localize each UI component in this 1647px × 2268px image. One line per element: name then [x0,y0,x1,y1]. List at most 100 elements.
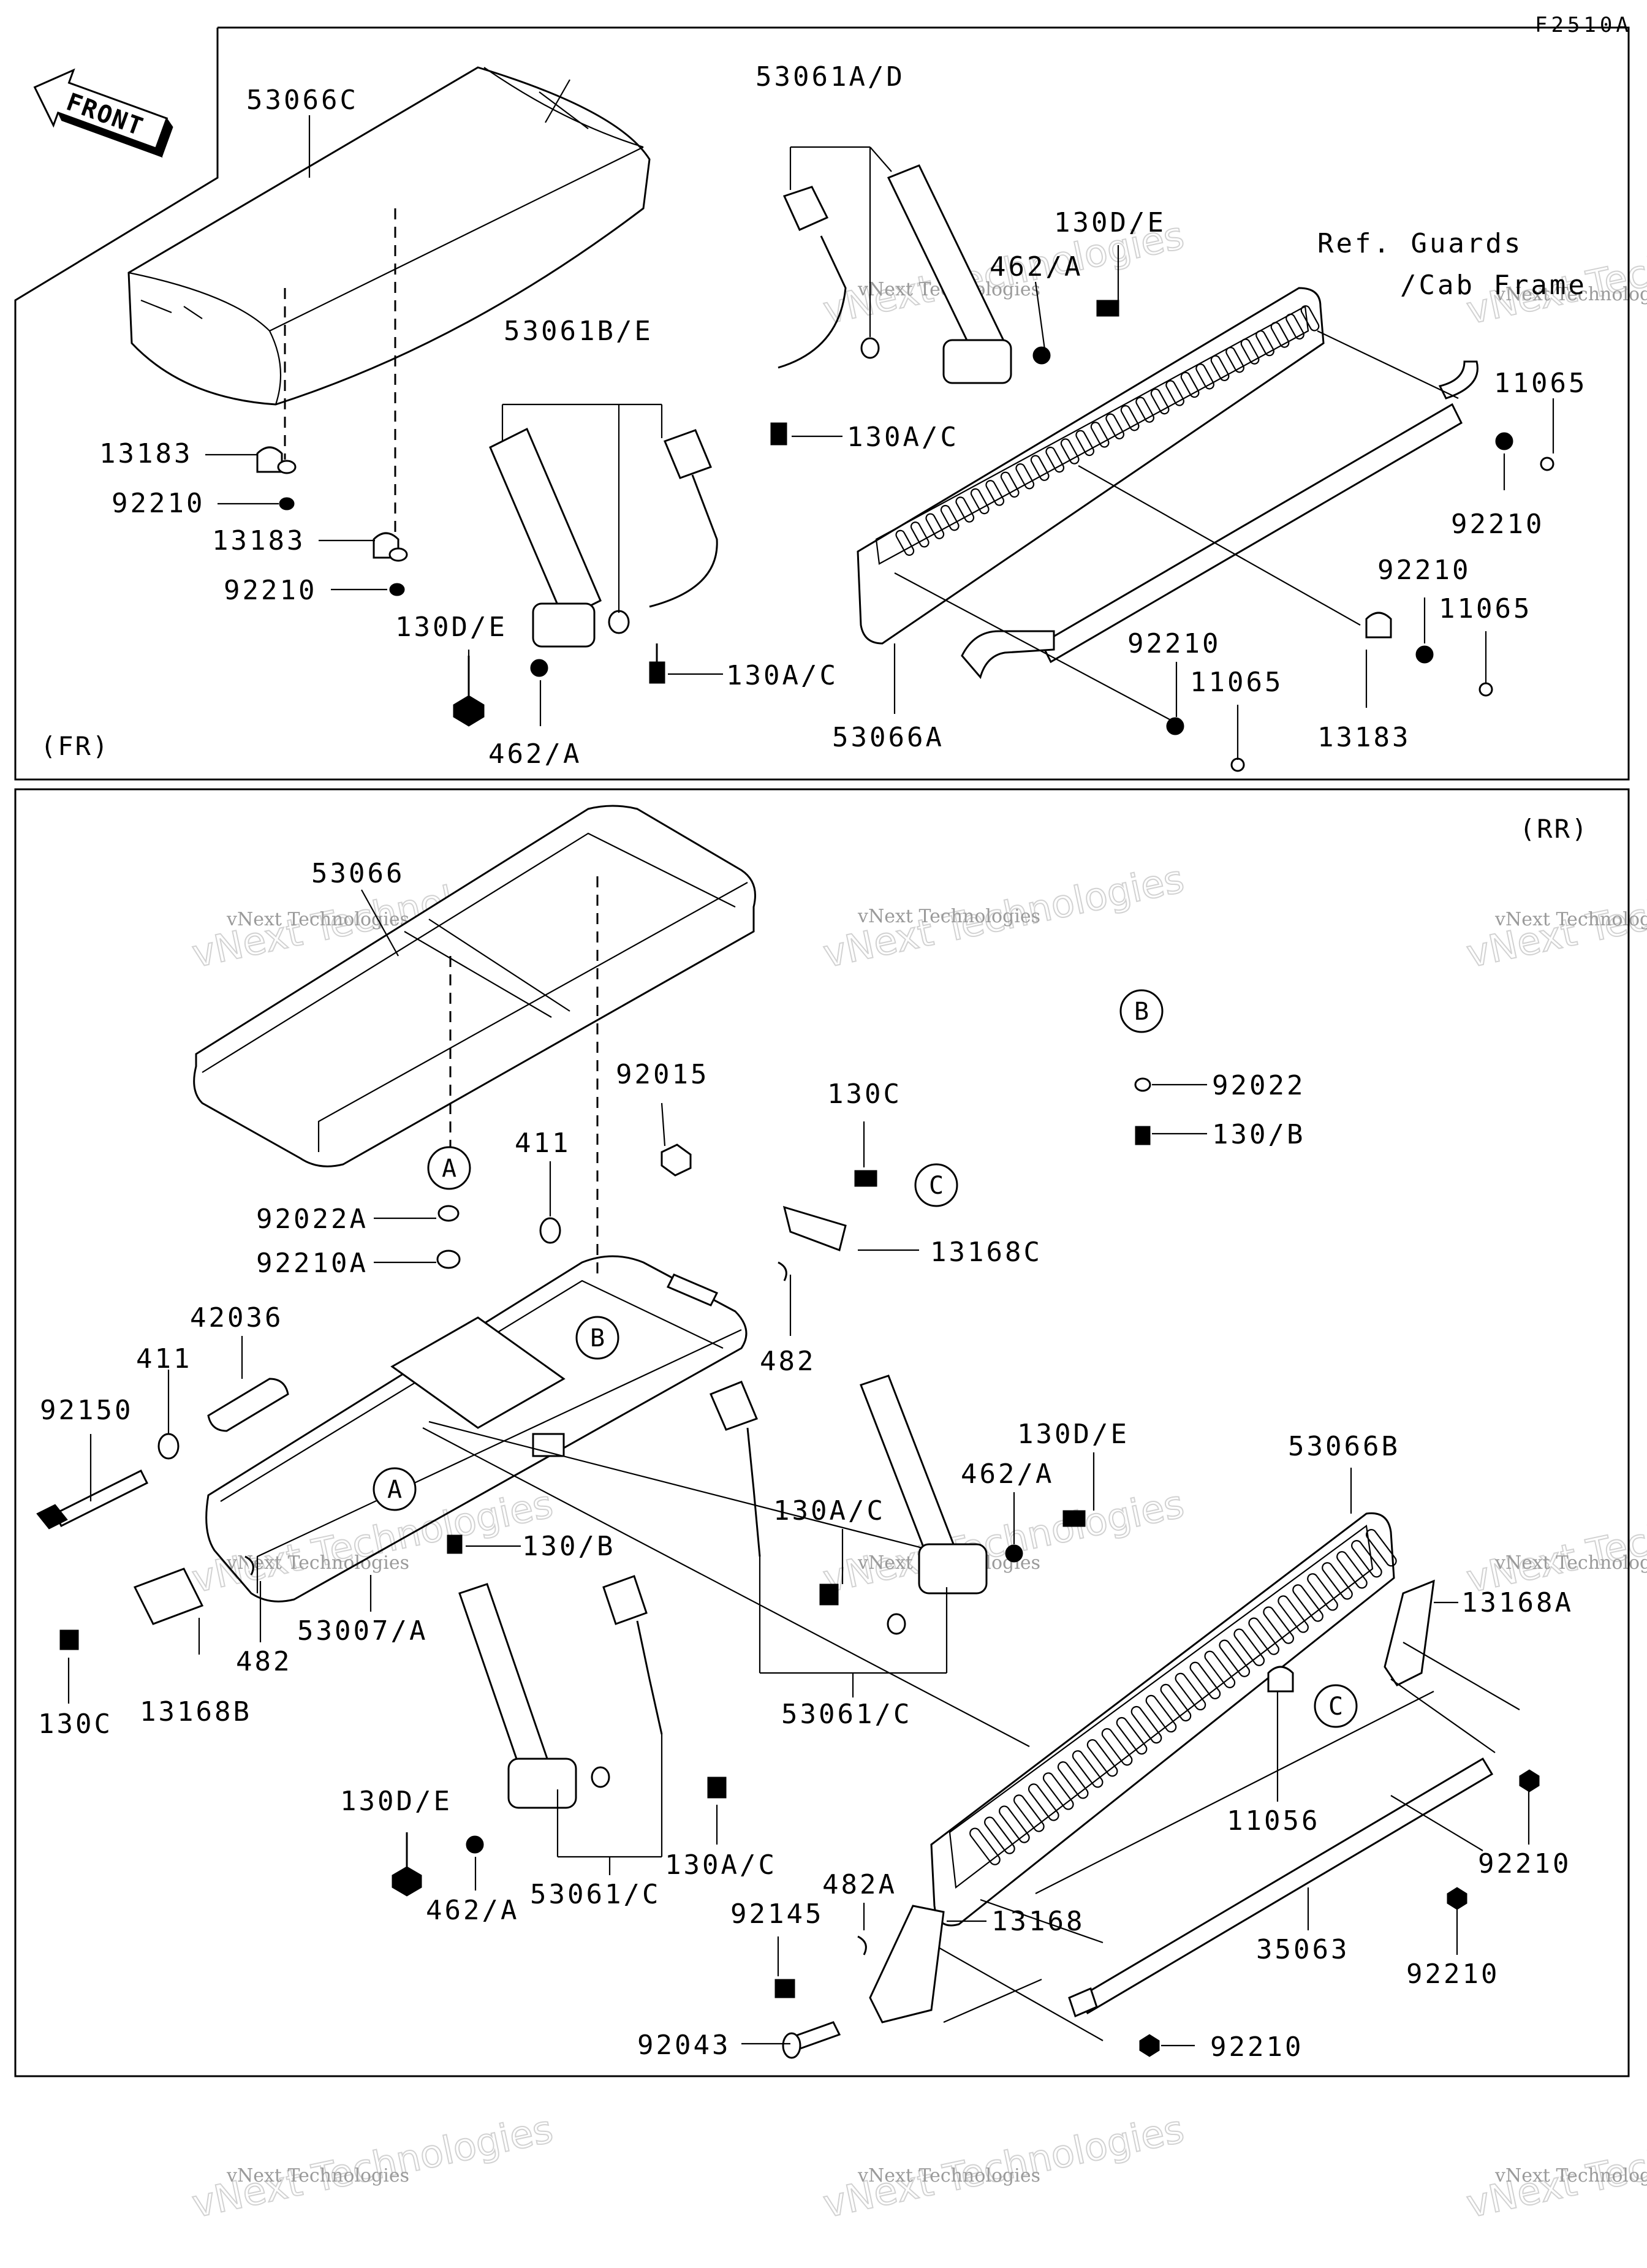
leader-line [1078,465,1361,626]
cap-11065 [1230,757,1245,772]
leader-line [894,572,1177,724]
clip-482 [778,1261,787,1281]
callout-462-a: 462/A [990,251,1083,283]
svg-text:B: B [1134,998,1149,1026]
callout-92022: 92022 [1212,1070,1305,1101]
watermark: vNext Technologies [1462,1481,1647,1602]
nut-92015 [661,1143,692,1177]
callout-92210: 92210 [112,488,205,519]
leader-line [980,1691,1434,1944]
backrest-slots [969,1529,1397,1865]
callout-482: 482 [760,1346,816,1377]
bolt-130a-c [649,643,665,684]
callout-130d-e: 130D/E [395,612,507,643]
washer-92022 [1134,1077,1151,1092]
callout-13168a: 13168A [1461,1587,1573,1618]
callout-92210: 92210 [1478,1848,1571,1879]
callout-92150: 92150 [40,1395,133,1426]
washer-411 [539,1217,561,1244]
callout-130d-e: 130D/E [340,1786,452,1817]
watermark-text: vNext Technologies [1494,1552,1647,1574]
nut-92210 [1447,1887,1467,1910]
ref-marker-a: A [373,1467,417,1511]
callout-130-b: 130/B [522,1531,615,1562]
bracket-13168a [1384,1579,1435,1686]
nut-92210 [389,583,405,596]
bolt-92145 [774,1979,795,1998]
backrest-slots [895,305,1320,556]
washer-92022a [437,1205,460,1222]
callout-92210a: 92210A [256,1248,368,1279]
callout-130-b: 130/B [1212,1119,1305,1150]
callout-53061a-d: 53061A/D [755,61,905,93]
cap-11065 [1479,682,1493,697]
callout-462-a: 462/A [426,1895,519,1926]
callout-411: 411 [136,1343,192,1375]
diagram-code: F2510A [1535,13,1632,37]
watermark-text: vNext Technologies [857,2165,1040,2186]
nut-92210 [1519,1769,1540,1792]
seat-cushion-rear [193,805,756,1167]
section-label-front: (FR) [40,731,110,761]
washer-411 [157,1433,180,1460]
nut-92210 [1495,432,1513,450]
callout-130d-e: 130D/E [1054,207,1166,238]
callout-53061-c: 53061/C [781,1699,912,1730]
ref-marker-c: C [1314,1684,1358,1728]
clip-482 [244,1555,254,1576]
leader-line [1390,1795,1483,1851]
watermark-text: vNext Technologies [226,2165,409,2186]
callout-leaders-rear [67,889,1530,2047]
seatbelt-front-right [778,164,1012,384]
callout-130c: 130C [38,1709,113,1740]
callout-53066b: 53066B [1288,1431,1400,1462]
callout-130a-c: 130A/C [726,660,838,691]
bolt-130c [854,1170,877,1187]
callout-130c: 130C [827,1079,902,1110]
leader-line [918,1936,1104,2041]
ref-marker-b: B [1119,989,1164,1033]
bracket-13168b [133,1568,204,1625]
watermark-text: vNext Technologies [1494,284,1647,305]
svg-text:C: C [929,1172,944,1200]
watermark-text: vNext Technologies [857,906,1040,927]
callout-13168c: 13168C [930,1237,1042,1268]
bracket-13183 [373,532,408,562]
svg-text:A: A [442,1155,456,1183]
callout-92210: 92210 [1210,2031,1303,2063]
ref-guards-line1: Ref. Guards [1317,228,1523,259]
callout-92015: 92015 [616,1059,709,1090]
svg-text:B: B [590,1324,605,1352]
watermark-text: vNext Technologies [226,1552,409,1574]
bolt-130a-c [819,1583,839,1606]
front-section-frame [14,26,1630,781]
callout-11056: 11056 [1227,1805,1320,1837]
callout-462-a: 462/A [961,1458,1054,1490]
washer-462-a [530,659,548,677]
watermark-text: vNext Technologies [1494,909,1647,930]
callout-11065: 11065 [1190,667,1283,698]
rear-section-frame [14,788,1630,2077]
washer-462-a [1005,1544,1023,1563]
callout-13183: 13183 [1317,722,1410,753]
seat-frame-rear [205,1255,748,1602]
callout-13168: 13168 [991,1906,1085,1937]
support-bar-front [961,360,1479,680]
callout-92145: 92145 [730,1898,824,1930]
seatbelt-front-left [489,427,718,648]
section-label-rear: (RR) [1520,814,1589,844]
watermark-text: vNext Technologies [1494,2165,1647,2186]
callout-53007-a: 53007/A [297,1615,428,1647]
seatbelt-rear-right [710,1375,988,1635]
callout-462-a: 462/A [488,738,581,770]
bracket-13168c [782,1205,847,1251]
cap-11065 [1540,457,1554,471]
callout-130a-c: 130A/C [665,1849,777,1881]
bolt-130d-e [1096,300,1119,317]
callout-53061b-e: 53061B/E [504,316,653,347]
washer-462-a [1032,346,1051,365]
nut-92210 [1415,645,1434,664]
callout-92210: 92210 [1451,509,1544,540]
svg-text:C: C [1328,1693,1343,1721]
